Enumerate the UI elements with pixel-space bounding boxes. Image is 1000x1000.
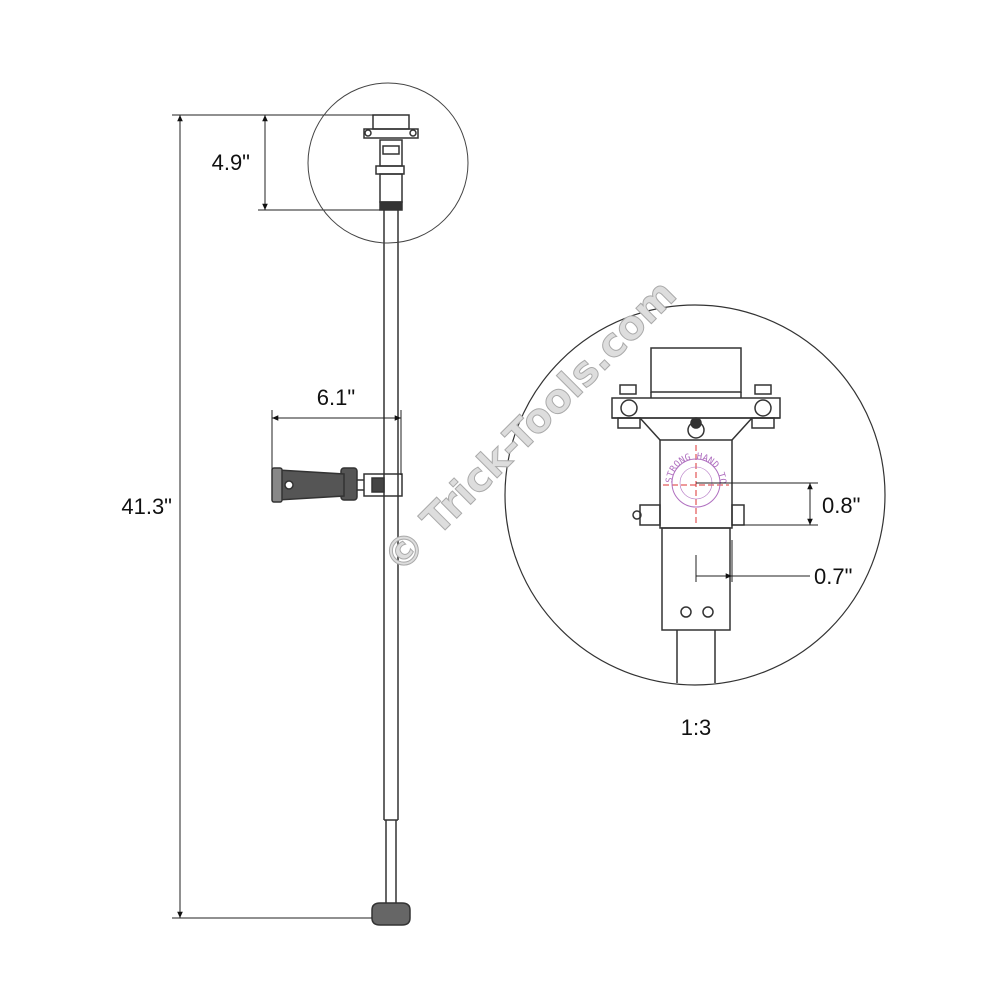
svg-text:STRONG HAND TOOLS: STRONG HAND TOOLS <box>0 0 727 484</box>
detail-lower-tube <box>661 527 731 683</box>
detail-dimension-lines <box>695 482 818 582</box>
detail-reference-circle <box>307 82 469 244</box>
detail-clamp-plate <box>611 384 781 441</box>
main-tool-view <box>271 114 419 926</box>
top-assembly <box>363 114 419 211</box>
center-crosshair <box>663 445 729 525</box>
stamp-text: STRONG HAND TOOLS <box>0 0 727 484</box>
base-foot <box>371 902 411 926</box>
detail-top-block <box>650 347 742 398</box>
detail-circle <box>504 304 886 686</box>
main-shaft <box>383 210 399 905</box>
side-handle <box>271 467 403 503</box>
detail-vertical-label: 0.8" <box>822 493 860 518</box>
watermark-text: © Trick-Tools.com <box>375 271 686 582</box>
detail-view <box>504 304 886 686</box>
handle-offset-label: 6.1" <box>317 385 355 410</box>
stamp-logo: STRONG HAND TOOLS <box>0 0 727 508</box>
dimension-lines <box>172 114 402 919</box>
detail-scale-label: 1:3 <box>681 715 712 740</box>
top-assembly-label: 4.9" <box>212 150 250 175</box>
overall-height-label: 41.3" <box>121 494 172 519</box>
detail-horizontal-label: 0.7" <box>814 564 852 589</box>
